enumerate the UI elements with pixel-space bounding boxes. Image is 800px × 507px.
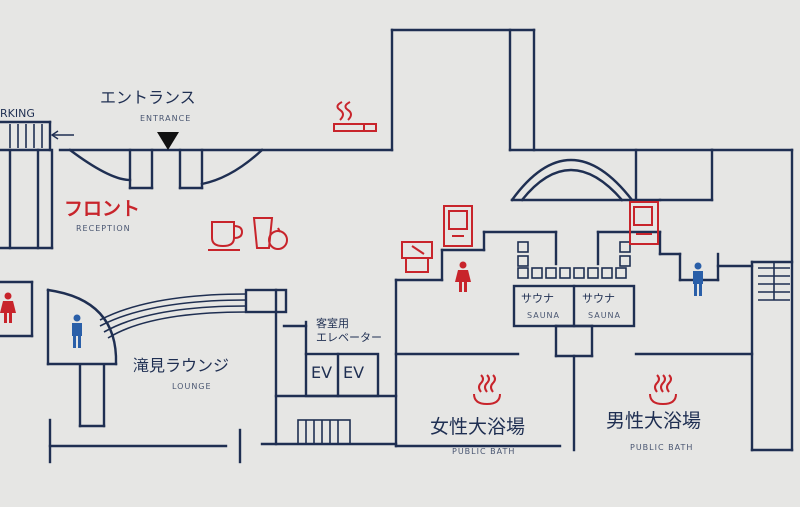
elevator-1: EV — [311, 363, 333, 382]
male-toilet-icon-left — [72, 314, 82, 348]
stairs-right — [758, 262, 790, 301]
drink-fruit-icon — [252, 217, 288, 250]
guest-elevator-label-2: エレベーター — [316, 331, 382, 344]
lounge-label: 滝見ラウンジ — [133, 356, 230, 375]
water-dispenser-icon — [401, 241, 433, 273]
stairs-bottom — [297, 419, 351, 445]
female-toilet-icon — [455, 261, 471, 292]
parking-label: RKING — [0, 107, 35, 120]
cafe-cup-icon — [208, 221, 244, 251]
smoking-icon — [333, 101, 377, 132]
hot-spring-icon-2 — [649, 374, 677, 406]
entrance-label-en: ENTRANCE — [140, 114, 192, 123]
hot-spring-icon — [473, 374, 501, 406]
parking-area — [0, 120, 54, 250]
male-toilet-icon — [693, 262, 703, 296]
arrow-left-icon — [50, 130, 74, 140]
vending-machine-icon — [443, 205, 473, 247]
north-tower-walls — [390, 28, 794, 452]
women-bath-label: 女性大浴場 — [430, 416, 526, 438]
sauna-1-label: サウナ — [521, 292, 554, 305]
front-label: フロント — [64, 198, 141, 220]
men-bath-label: 男性大浴場 — [606, 410, 702, 432]
vending-machine-icon-2 — [629, 201, 659, 245]
entrance-walls — [58, 148, 394, 190]
men-bath-label-en: PUBLIC BATH — [630, 443, 694, 452]
bath-walls — [394, 230, 754, 452]
women-bath-label-en: PUBLIC BATH — [452, 447, 516, 456]
elevator-2: EV — [343, 363, 365, 382]
lounge-label-en: LOUNGE — [172, 382, 212, 391]
front-label-en: RECEPTION — [76, 224, 131, 233]
sauna-1-label-en: SAUNA — [527, 311, 561, 320]
entrance-label: エントランス — [100, 88, 196, 107]
entrance-marker-icon — [157, 132, 179, 150]
sauna-2-label-en: SAUNA — [588, 311, 622, 320]
female-toilet-icon-left — [0, 292, 16, 323]
locker-cells — [517, 241, 631, 279]
arch-passage — [510, 148, 714, 202]
guest-elevator-label: 客室用 — [316, 317, 349, 330]
lounge-walls — [0, 280, 398, 464]
sauna-2-label: サウナ — [582, 292, 615, 305]
